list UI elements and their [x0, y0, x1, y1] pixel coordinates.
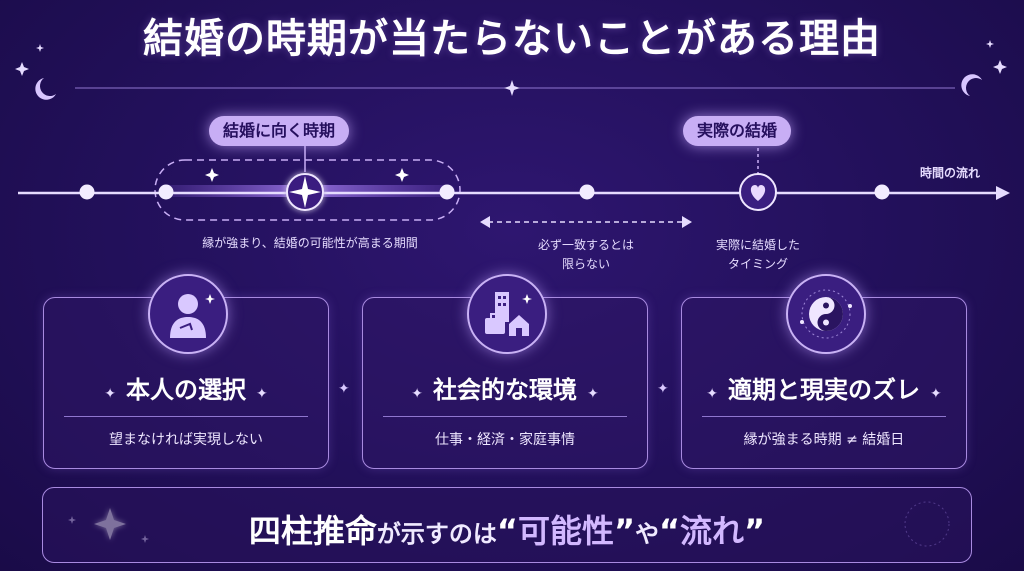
- reason-card-gap: ✦ 適期と現実のズレ ✦ 縁が強まる時期 ≠ 結婚日: [681, 274, 967, 469]
- banner-connective: や: [635, 520, 659, 548]
- favorable-caption: 縁が強まり、結婚の可能性が高まる期間: [202, 236, 418, 250]
- timeline-dot: [158, 184, 174, 200]
- timeline-dot: [79, 184, 95, 200]
- favorable-period-label: 結婚に向く時期: [209, 116, 350, 146]
- reason-card-choice: ✦ 本人の選択 ✦ 望まなければ実現しない: [43, 274, 329, 469]
- divider-star-icon: [504, 80, 520, 96]
- timeline-dot: [439, 184, 455, 200]
- card-title-text: 本人の選択: [126, 376, 246, 404]
- heart-node-icon: [739, 173, 777, 211]
- favorable-peak-star-icon: [286, 173, 324, 211]
- card-divider: [383, 416, 627, 417]
- card-connector-icon: ✦: [338, 381, 350, 397]
- card-description: 仕事・経済・家庭事情: [435, 432, 575, 448]
- banner-connective: が示すのは: [376, 520, 497, 548]
- actual-caption: 実際に結婚した タイミング: [688, 236, 828, 274]
- axis-arrow-icon: [996, 186, 1010, 200]
- sparkle-icon: ✦: [706, 386, 718, 402]
- banner-keyword-possibility: 可能性: [517, 512, 614, 550]
- card-description: 縁が強まる時期 ≠ 結婚日: [743, 432, 905, 448]
- timeline-dot: [874, 184, 890, 200]
- moon-icon-left: [35, 78, 56, 100]
- quote-open: “: [496, 512, 518, 550]
- yin-yang-icon: [786, 274, 866, 354]
- gap-caption: 必ず一致するとは 限らない: [496, 236, 676, 274]
- quote-close: ”: [613, 512, 635, 550]
- arrow-left-icon: [480, 216, 490, 228]
- card-title-text: 社会的な環境: [433, 376, 577, 404]
- card-connector-icon: ✦: [657, 381, 669, 397]
- star-icon: [15, 62, 29, 76]
- reason-card-environment: ✦ 社会的な環境 ✦ 仕事・経済・家庭事情: [362, 274, 648, 469]
- actual-caption-line: 実際に結婚した: [715, 238, 800, 252]
- favorable-period-glow: [160, 185, 455, 197]
- card-title: ✦ 社会的な環境 ✦: [363, 370, 647, 405]
- sparkle-icon: ✦: [411, 386, 423, 402]
- sparkle-icon: ✦: [256, 386, 268, 402]
- moon-icon-right: [961, 74, 982, 96]
- person-icon: [148, 274, 228, 354]
- arrow-right-icon: [682, 216, 692, 228]
- banner-subject: 四柱推命: [248, 512, 377, 550]
- banner-text: 四柱推命が示すのは“可能性”や“流れ”: [43, 506, 971, 552]
- quote-close: ”: [744, 512, 766, 550]
- sparkle-icon: ✦: [587, 386, 599, 402]
- card-divider: [64, 416, 308, 417]
- favorable-period-outline: [154, 159, 461, 221]
- page-title: 結婚の時期が当たらないことがある理由: [143, 16, 881, 62]
- sparkle-icon: ✦: [930, 386, 942, 402]
- sparkle-icon: ✦: [104, 386, 116, 402]
- actual-caption-line: タイミング: [727, 257, 788, 271]
- city-icon: [467, 274, 547, 354]
- card-title-text: 適期と現実のズレ: [728, 376, 920, 404]
- gap-caption-line: 必ず一致するとは: [537, 238, 634, 252]
- card-description: 望まなければ実現しない: [109, 432, 263, 448]
- actual-marriage-label: 実際の結婚: [683, 116, 792, 146]
- axis-label: 時間の流れ: [920, 166, 981, 180]
- sparkle-icon: [205, 168, 219, 182]
- card-divider: [702, 416, 946, 417]
- quote-open: “: [659, 512, 681, 550]
- gap-caption-line: 限らない: [561, 257, 610, 271]
- timeline-dot: [579, 184, 595, 200]
- conclusion-banner: 四柱推命が示すのは“可能性”や“流れ”: [42, 487, 972, 563]
- card-title: ✦ 適期と現実のズレ ✦: [682, 370, 966, 405]
- card-title: ✦ 本人の選択 ✦: [44, 370, 328, 405]
- sparkle-icon: [395, 168, 409, 182]
- banner-keyword-flow: 流れ: [680, 512, 745, 550]
